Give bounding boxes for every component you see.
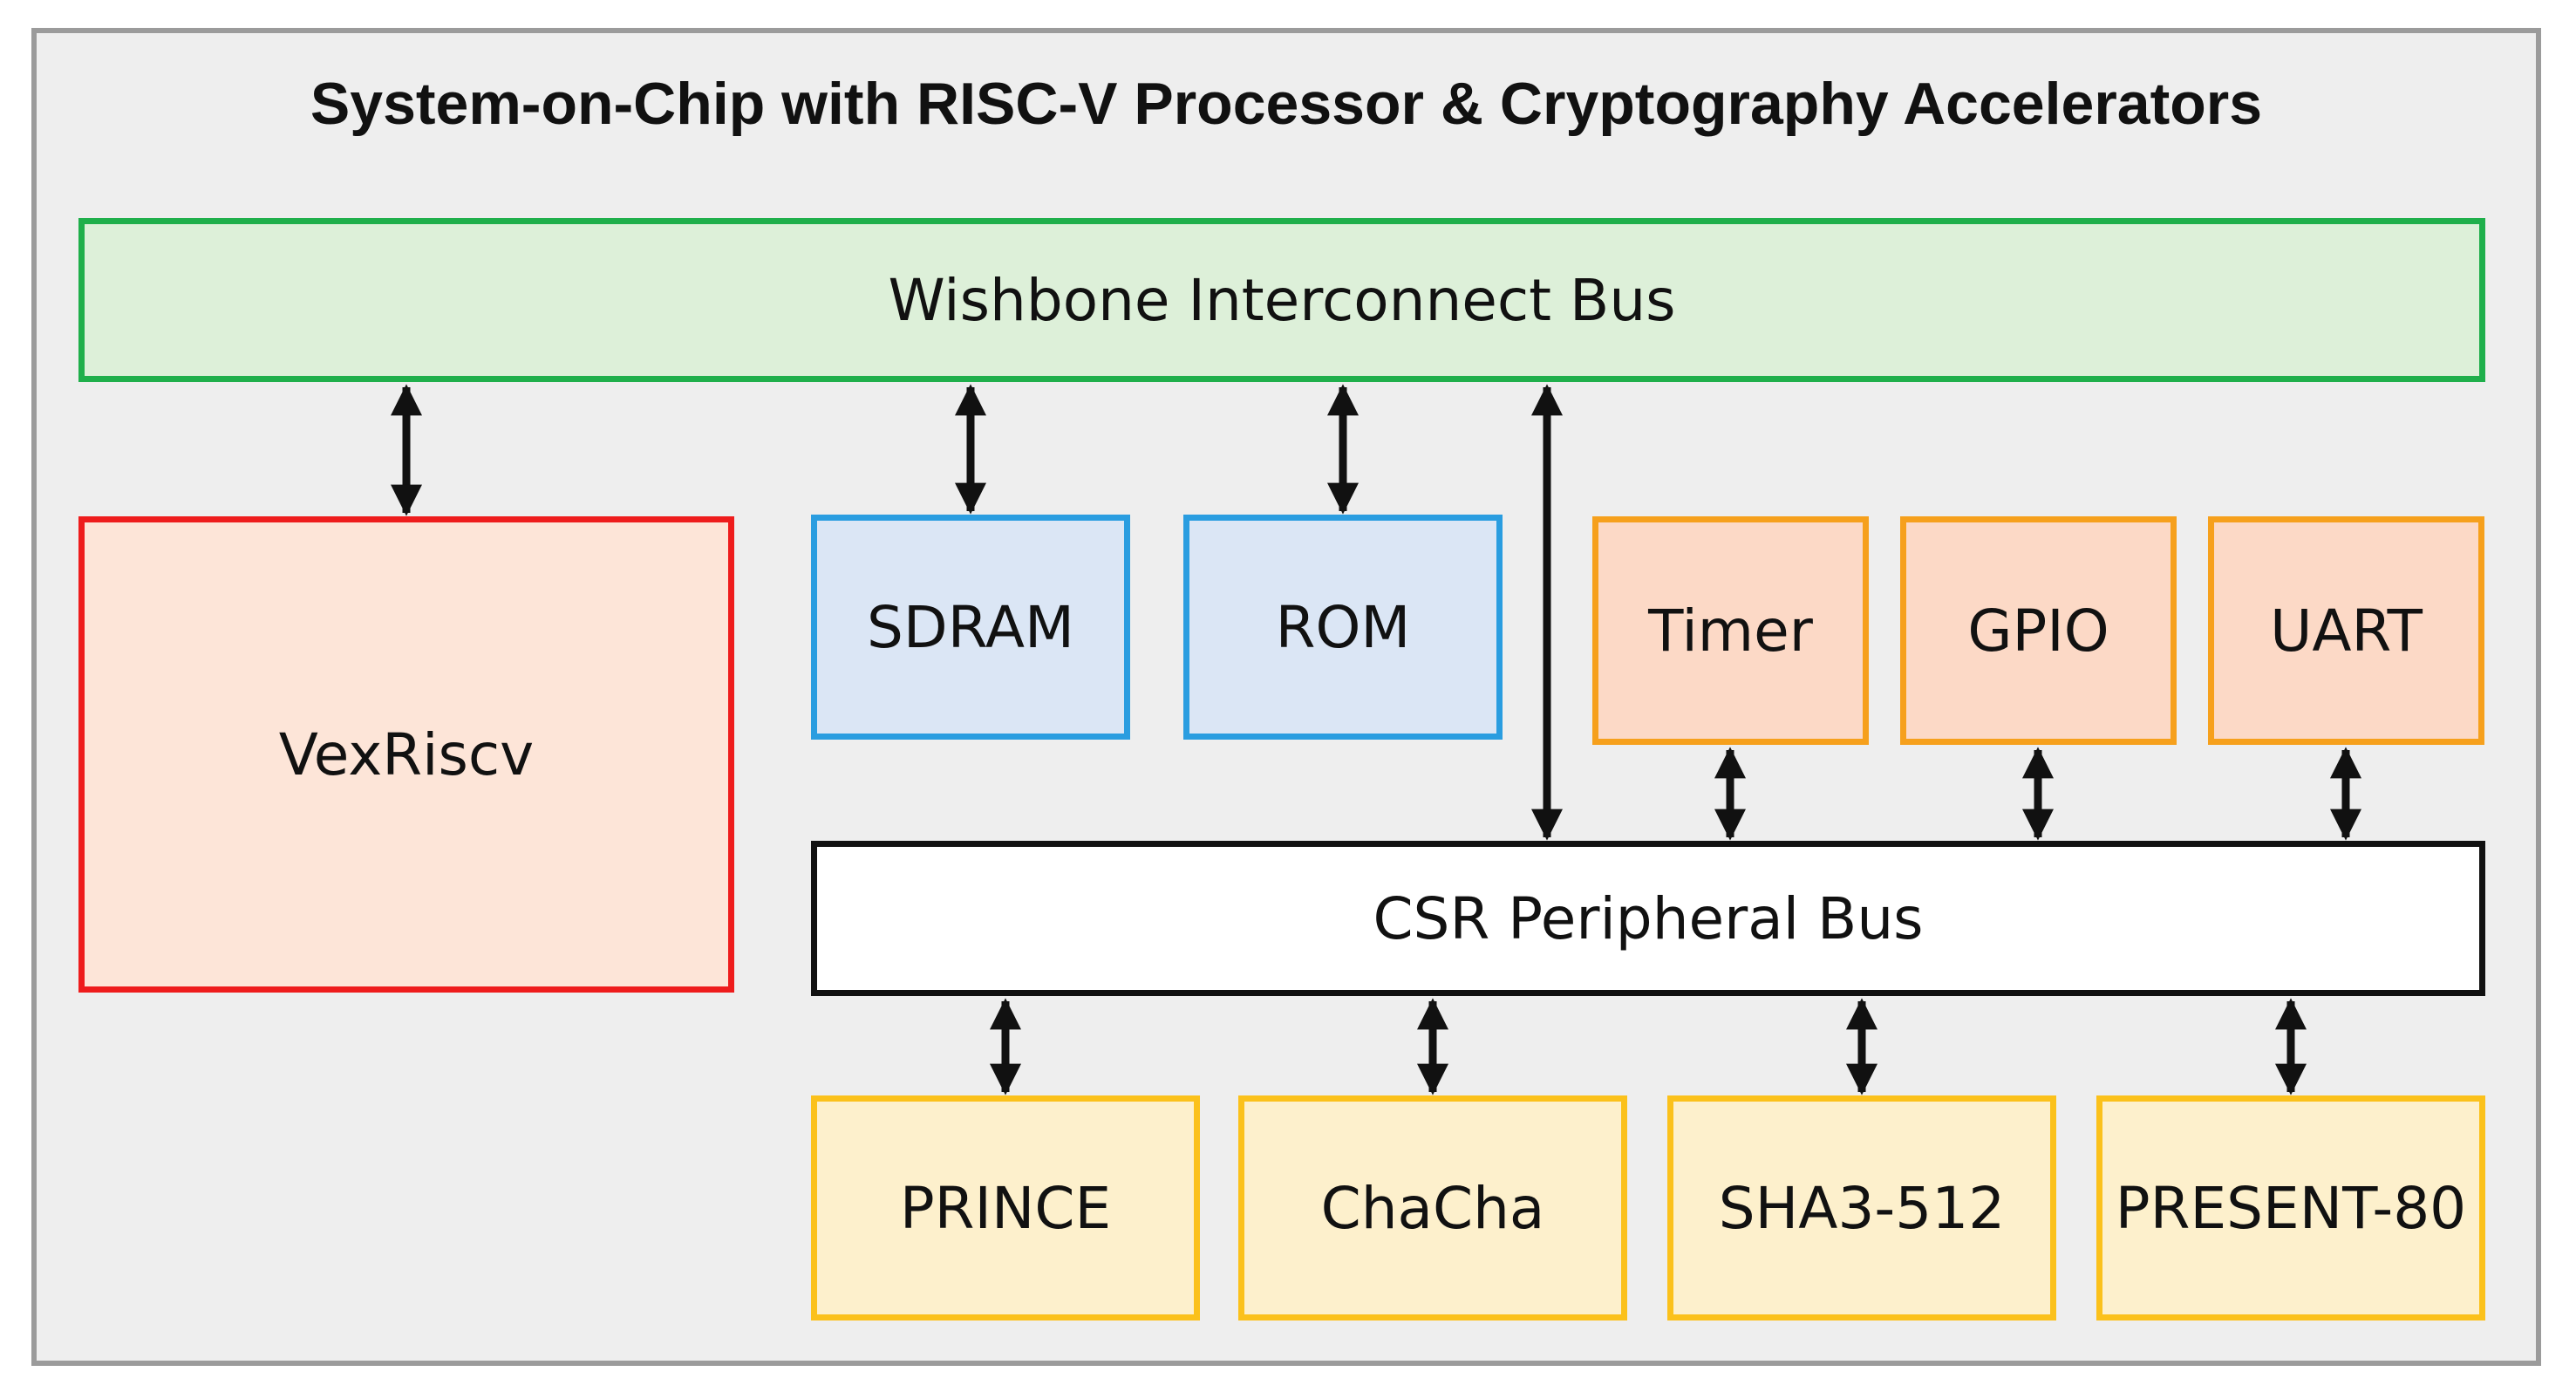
- vexriscv-cpu-block: VexRiscv: [78, 516, 734, 993]
- chacha-block: ChaCha: [1238, 1095, 1627, 1321]
- gpio-label: GPIO: [1967, 597, 2109, 665]
- rom-block: ROM: [1183, 515, 1503, 740]
- uart-label: UART: [2270, 597, 2423, 665]
- sdram-block: SDRAM: [811, 515, 1130, 740]
- gpio-block: GPIO: [1900, 516, 2177, 745]
- csr-bus-block: CSR Peripheral Bus: [811, 841, 2485, 996]
- csr-bus-label: CSR Peripheral Bus: [1373, 884, 1924, 952]
- prince-label: PRINCE: [899, 1174, 1112, 1242]
- prince-block: PRINCE: [811, 1095, 1200, 1321]
- rom-label: ROM: [1275, 593, 1411, 661]
- vexriscv-cpu-label: VexRiscv: [278, 720, 535, 788]
- timer-block: Timer: [1592, 516, 1869, 745]
- diagram-title: System-on-Chip with RISC-V Processor & C…: [310, 71, 2263, 137]
- chacha-label: ChaCha: [1320, 1174, 1545, 1242]
- sha3-block: SHA3-512: [1667, 1095, 2056, 1321]
- wishbone-bus-block: Wishbone Interconnect Bus: [78, 218, 2485, 382]
- present-block: PRESENT-80: [2096, 1095, 2485, 1321]
- uart-block: UART: [2208, 516, 2484, 745]
- present-label: PRESENT-80: [2115, 1174, 2467, 1242]
- sha3-label: SHA3-512: [1718, 1174, 2006, 1242]
- timer-label: Timer: [1648, 597, 1813, 665]
- wishbone-bus-label: Wishbone Interconnect Bus: [888, 266, 1676, 334]
- sdram-label: SDRAM: [867, 593, 1074, 661]
